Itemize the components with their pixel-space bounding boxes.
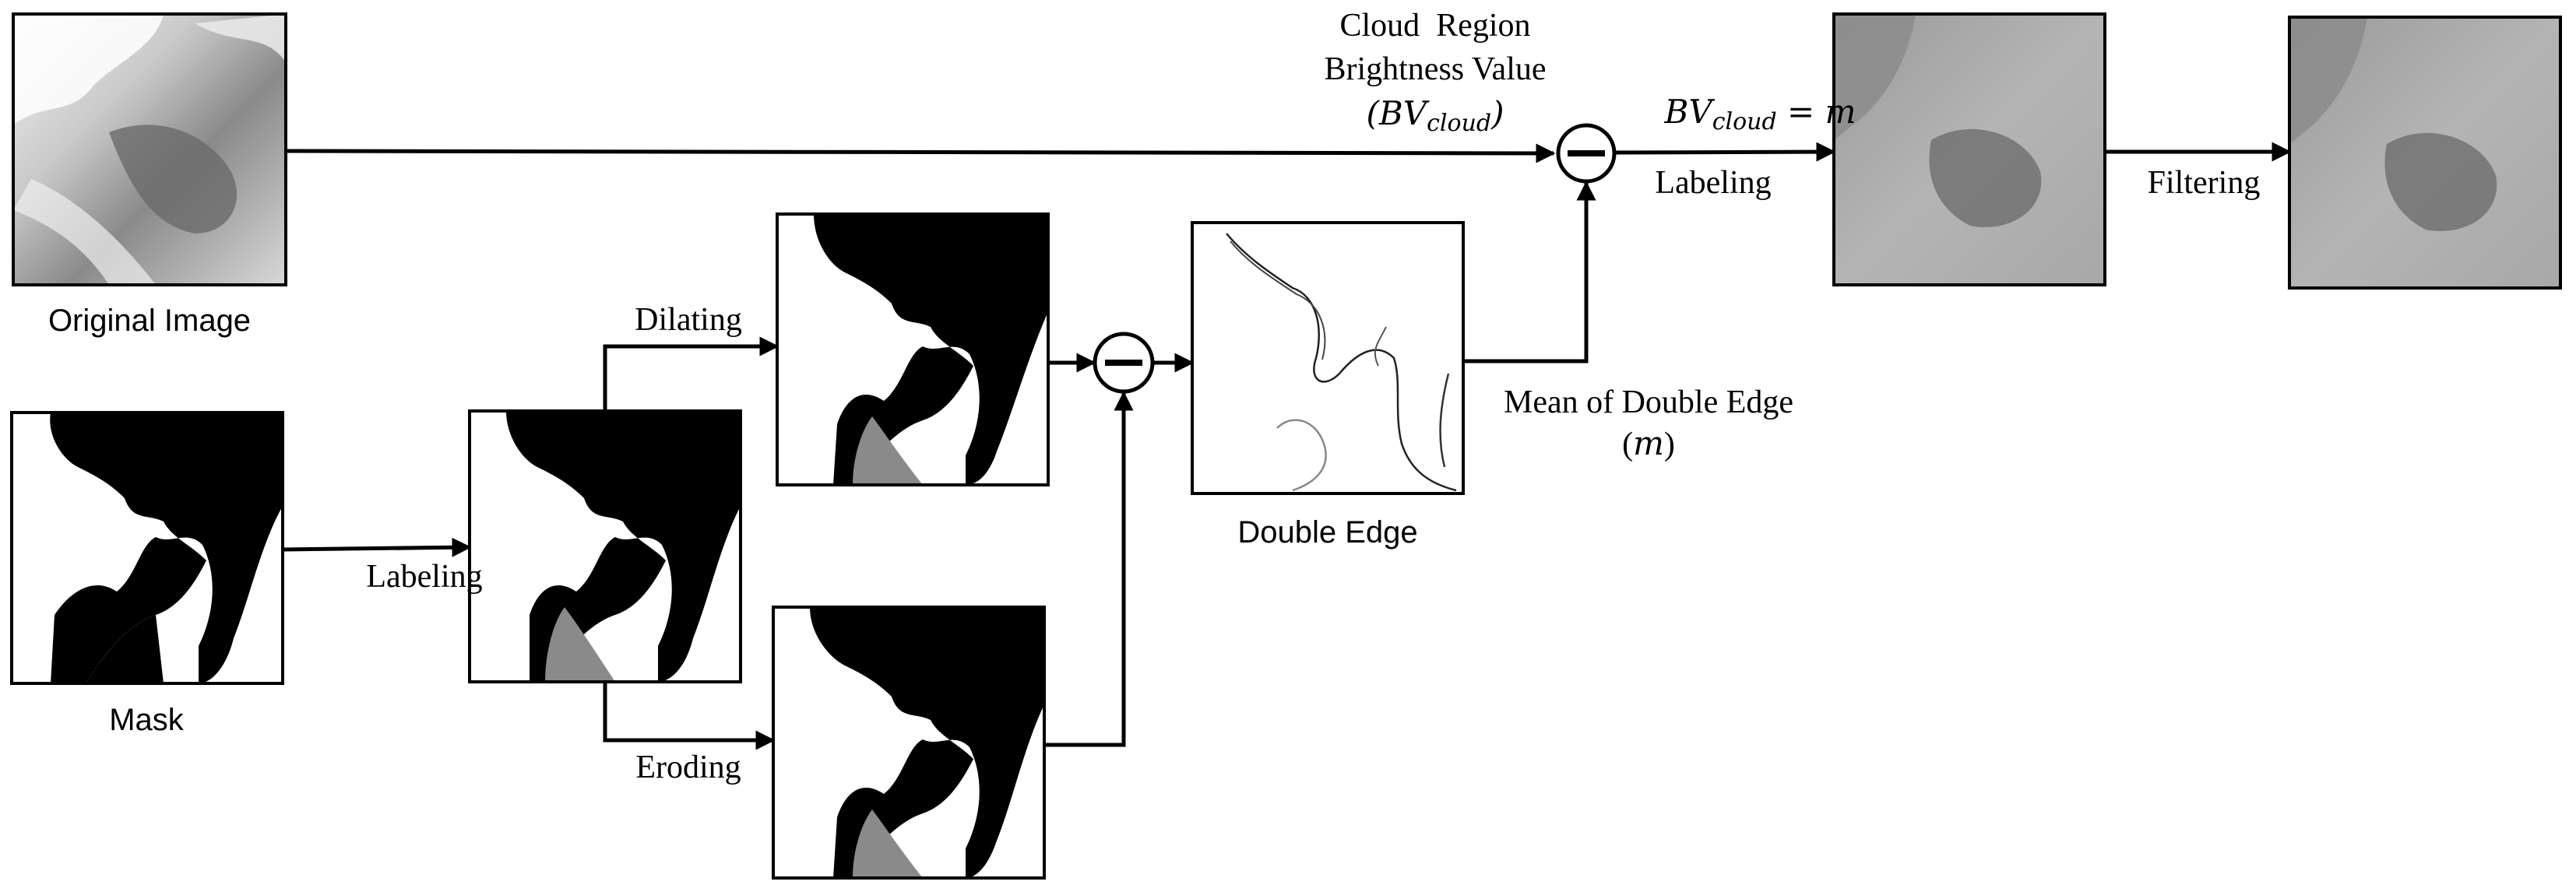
subtract-to-labeling-result-arrow: [1614, 142, 1836, 162]
bv-assignment-label: BVcloud = m: [1624, 93, 1881, 135]
labeled-to-eroded-arrow: [603, 682, 776, 750]
filtering-label: Filtering: [2148, 165, 2261, 201]
mean-double-edge-label: Mean of Double Edge: [1504, 385, 1793, 420]
subtract-operator-cloud: [1556, 123, 1617, 184]
mean-double-edge-symbol: (m): [1622, 424, 1675, 462]
eroding-label: Eroding: [635, 750, 741, 785]
brightness-value-label: Brightness Value: [1324, 51, 1546, 87]
dilating-label: Dilating: [635, 302, 742, 338]
double-edge-to-subtract-arrow: [1463, 181, 1596, 363]
eroded-mask-thumbnail: [772, 606, 1046, 880]
dilated-mask-thumbnail: [776, 212, 1050, 486]
labeling-result-thumbnail: [1832, 12, 2106, 286]
labeled-to-dilated-arrow: [603, 336, 779, 411]
original-image-thumbnail: [12, 12, 287, 286]
cloud-region-label: Cloud Region: [1339, 8, 1530, 44]
double-edge-thumbnail: [1191, 221, 1465, 495]
labeled-mask-thumbnail: [468, 409, 742, 683]
mask-thumbnail: [10, 411, 284, 685]
subtract-operator-edges: [1093, 332, 1155, 394]
mask-caption: Mask: [109, 703, 185, 737]
original-to-subtract-arrow: [285, 143, 1556, 163]
result-labeling-label: Labeling: [1655, 165, 1771, 201]
original-image-caption: Original Image: [48, 304, 251, 338]
double-edge-caption: Double Edge: [1237, 515, 1417, 550]
mask-labeling-label: Labeling: [366, 559, 482, 595]
eroded-to-subtract-arrow: [1044, 391, 1134, 747]
mask-to-labeled-arrow: [282, 537, 472, 557]
bv-cloud-symbol: (BVcloud): [1367, 94, 1504, 137]
filtering-result-thumbnail: [2288, 16, 2562, 290]
